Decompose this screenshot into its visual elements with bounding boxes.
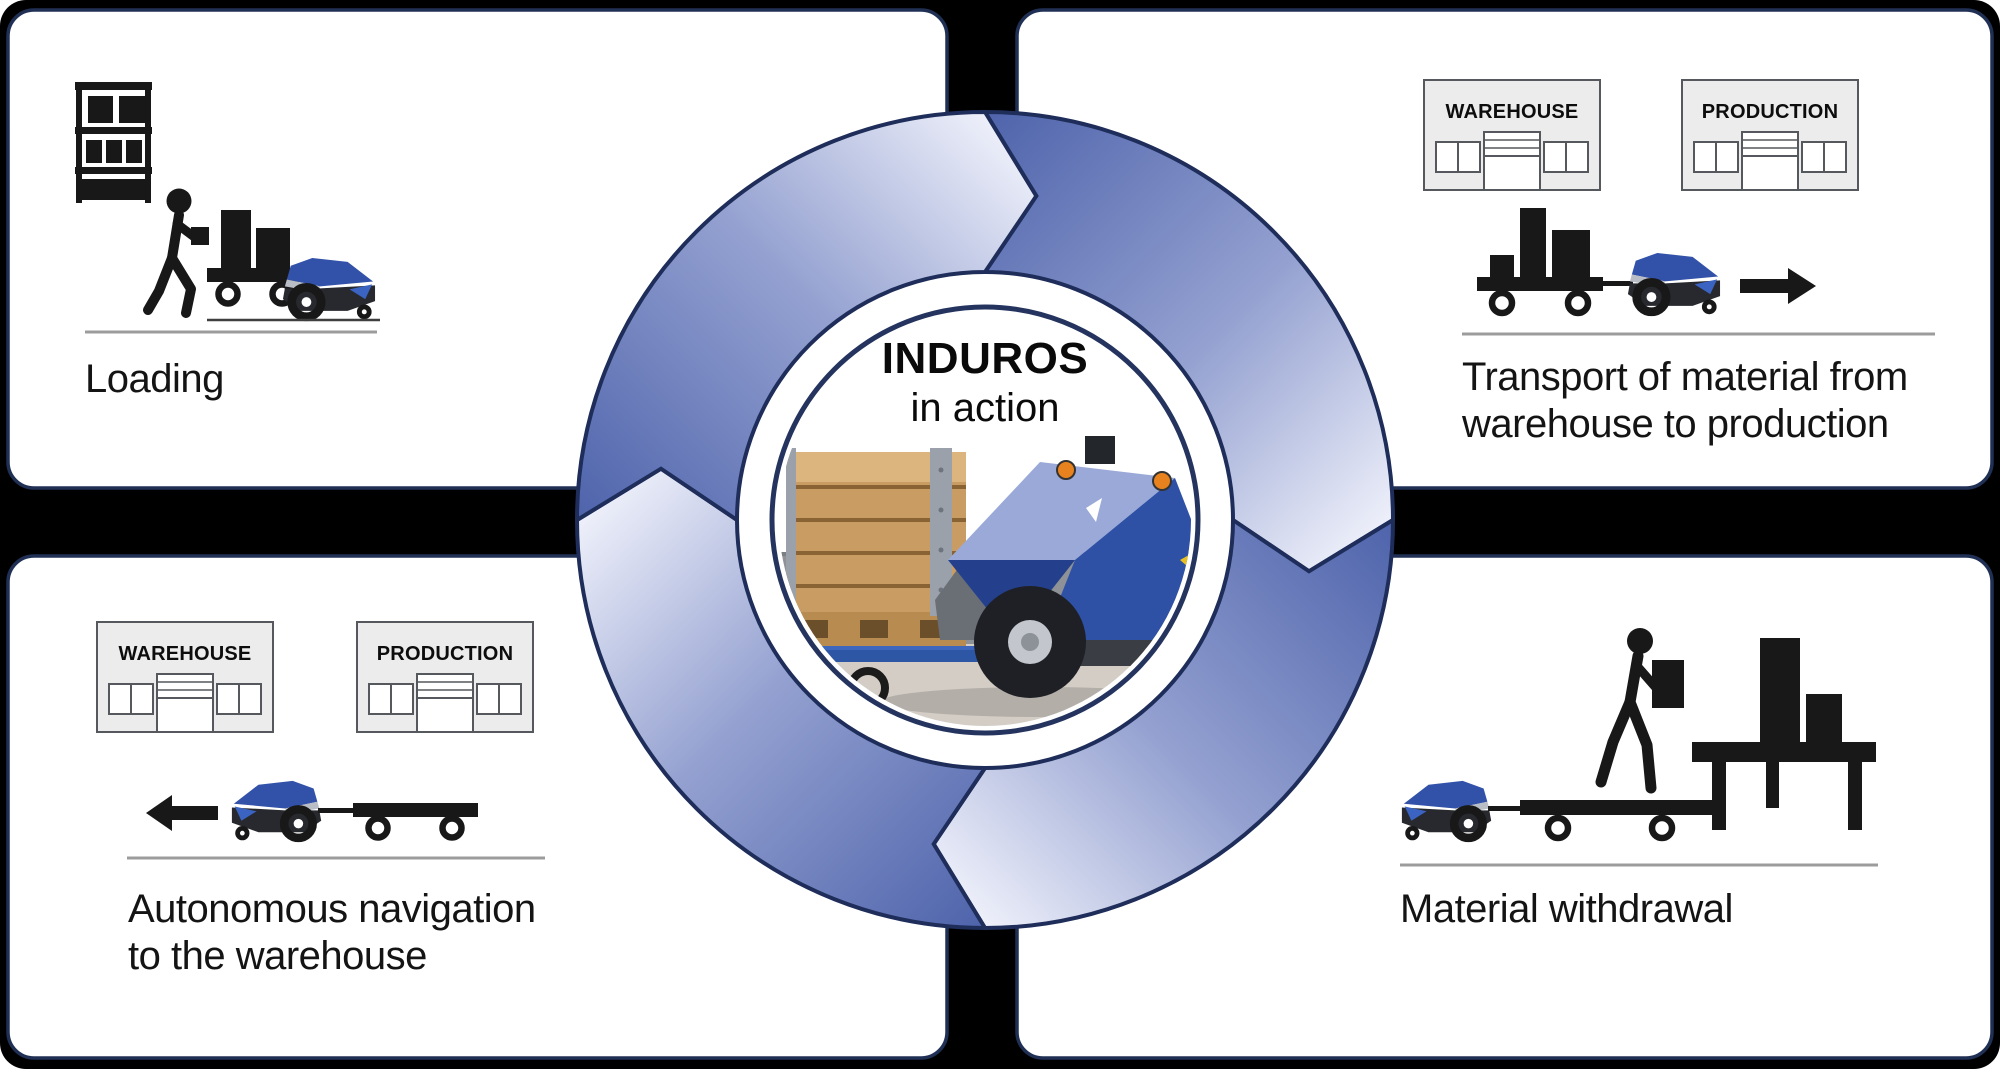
storage-rack-icon <box>75 82 152 203</box>
loading-scene: Loading <box>75 82 380 401</box>
workbench-icon <box>1692 638 1876 830</box>
warehouse-building-icon: WAREHOUSE <box>96 621 274 733</box>
flatbed-trailer-icon <box>207 210 317 307</box>
caption-transport-line2: warehouse to production <box>1461 402 1889 446</box>
caption-autonav-line1: Autonomous navigation <box>128 887 536 931</box>
svg-text:WAREHOUSE: WAREHOUSE <box>119 643 252 665</box>
caption-material-withdrawal: Material withdrawal <box>1400 887 1733 931</box>
arrow-left-icon <box>146 795 218 831</box>
caption-autonav-line2: to the warehouse <box>128 934 427 978</box>
person-carrying-box-icon <box>143 188 209 318</box>
center-subtitle: in action <box>911 386 1060 430</box>
empty-trailer-icon <box>318 803 478 841</box>
material-withdrawal-scene: Material withdrawal <box>1400 628 1878 931</box>
cycle-arrow-ring <box>574 109 1396 931</box>
autonomous-navigation-scene: WAREHOUSE PRODUCTION Autonomous navigati… <box>96 621 545 978</box>
warehouse-building-icon: WAREHOUSE <box>1423 79 1601 191</box>
svg-text:PRODUCTION: PRODUCTION <box>1702 101 1838 123</box>
transport-scene: WAREHOUSE PRODUCTION Transport of materi… <box>1423 79 1935 446</box>
arrow-right-icon <box>1740 268 1816 304</box>
cycle-arrow-segment-right <box>981 109 1396 574</box>
svg-text:WAREHOUSE: WAREHOUSE <box>1446 101 1579 123</box>
cycle-arrow-segment-top <box>574 109 1039 524</box>
cycle-arrow-segment-left <box>574 466 989 931</box>
svg-text:PRODUCTION: PRODUCTION <box>377 643 513 665</box>
caption-loading: Loading <box>85 357 224 401</box>
cycle-arrow-segment-bottom <box>931 516 1396 931</box>
loaded-trailer-icon <box>1477 208 1633 317</box>
empty-trailer-icon <box>1488 800 1720 842</box>
production-building-icon: PRODUCTION <box>1681 79 1859 191</box>
center-title: INDUROS <box>882 334 1088 383</box>
person-carrying-box-icon <box>1595 628 1684 794</box>
production-building-icon: PRODUCTION <box>356 621 534 733</box>
caption-transport-line1: Transport of material from <box>1462 355 1908 399</box>
